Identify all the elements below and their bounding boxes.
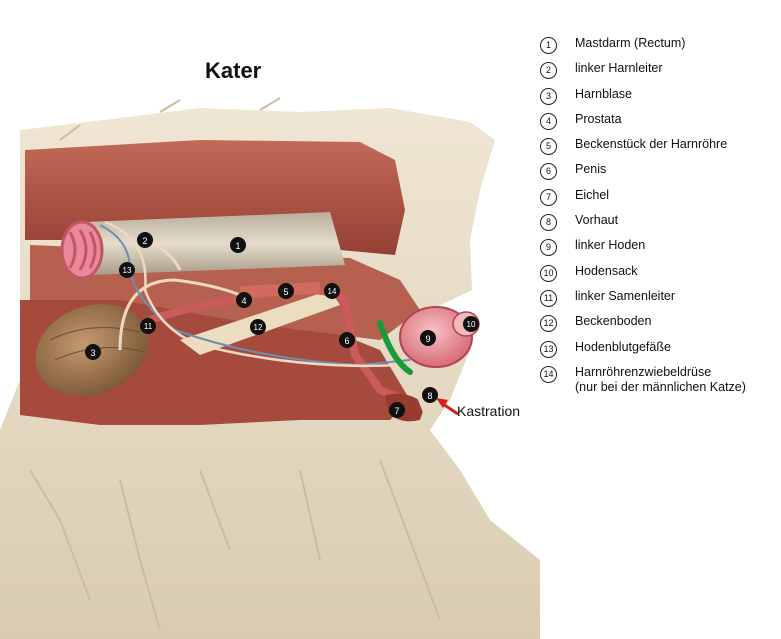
legend-item: 14 Harnröhrenzwiebeldrüse(nur bei der män… <box>540 365 781 405</box>
legend-item: 13 Hodenblutgefäße <box>540 340 781 365</box>
legend-label: Beckenstück der Harnröhre <box>575 137 727 152</box>
marker-11-label: 11 <box>144 322 153 331</box>
marker-13-label: 13 <box>123 266 132 275</box>
legend-number: 12 <box>540 315 557 332</box>
legend-label: Penis <box>575 162 606 177</box>
marker-1: 1 <box>230 237 246 253</box>
marker-12: 12 <box>250 319 266 335</box>
legend-number: 5 <box>540 138 557 155</box>
legend-number: 9 <box>540 239 557 256</box>
marker-10: 10 <box>463 316 479 332</box>
legend-label: linker Hoden <box>575 238 645 253</box>
legend-item: 8 Vorhaut <box>540 213 781 238</box>
marker-1-label: 1 <box>235 241 240 251</box>
legend-number: 2 <box>540 62 557 79</box>
anatomy-illustration: 1 2 3 4 5 6 7 8 9 10 11 12 13 14 <box>0 0 540 639</box>
legend-label: linker Samenleiter <box>575 289 675 304</box>
legend-item: 9 linker Hoden <box>540 238 781 263</box>
legend-label: Beckenboden <box>575 314 651 329</box>
marker-7: 7 <box>389 402 405 418</box>
marker-10-label: 10 <box>467 320 476 329</box>
marker-9: 9 <box>420 330 436 346</box>
legend-label: Prostata <box>575 112 622 127</box>
legend-number: 7 <box>540 189 557 206</box>
marker-12-label: 12 <box>254 323 263 332</box>
legend-label: Hodenblutgefäße <box>575 340 671 355</box>
legend-number: 3 <box>540 88 557 105</box>
legend-number: 13 <box>540 341 557 358</box>
legend-label: Harnblase <box>575 87 632 102</box>
legend-item: 7 Eichel <box>540 188 781 213</box>
legend-item: 4 Prostata <box>540 112 781 137</box>
legend-label: Eichel <box>575 188 609 203</box>
legend-number: 8 <box>540 214 557 231</box>
marker-13: 13 <box>119 262 135 278</box>
marker-14: 14 <box>324 283 340 299</box>
marker-4: 4 <box>236 292 252 308</box>
marker-3: 3 <box>85 344 101 360</box>
marker-9-label: 9 <box>425 334 430 344</box>
legend-number: 10 <box>540 265 557 282</box>
legend-number: 6 <box>540 163 557 180</box>
legend-item: 1 Mastdarm (Rectum) <box>540 36 781 61</box>
marker-8: 8 <box>422 387 438 403</box>
legend-label-line1: Harnröhrenzwiebeldrüse <box>575 365 711 379</box>
marker-6: 6 <box>339 332 355 348</box>
legend-item: 2 linker Harnleiter <box>540 61 781 86</box>
marker-7-label: 7 <box>394 406 399 416</box>
legend-item: 5 Beckenstück der Harnröhre <box>540 137 781 162</box>
legend-label: Mastdarm (Rectum) <box>575 36 685 51</box>
marker-8-label: 8 <box>427 391 432 401</box>
legend-label: Harnröhrenzwiebeldrüse(nur bei der männl… <box>575 365 746 395</box>
legend-number: 14 <box>540 366 557 383</box>
legend-label: linker Harnleiter <box>575 61 663 76</box>
marker-2-label: 2 <box>142 236 147 246</box>
marker-2: 2 <box>137 232 153 248</box>
marker-6-label: 6 <box>344 336 349 346</box>
legend-item: 12 Beckenboden <box>540 314 781 339</box>
marker-5-label: 5 <box>283 287 288 297</box>
marker-5: 5 <box>278 283 294 299</box>
marker-4-label: 4 <box>241 296 246 306</box>
legend-number: 4 <box>540 113 557 130</box>
marker-14-label: 14 <box>328 287 337 296</box>
legend-label: Hodensack <box>575 264 638 279</box>
legend-item: 11 linker Samenleiter <box>540 289 781 314</box>
diagram-title: Kater <box>205 58 261 84</box>
legend-item: 3 Harnblase <box>540 87 781 112</box>
legend-item: 10 Hodensack <box>540 264 781 289</box>
legend-number: 1 <box>540 37 557 54</box>
legend-label-line2: (nur bei der männlichen Katze) <box>575 380 746 395</box>
legend-label: Vorhaut <box>575 213 618 228</box>
marker-11: 11 <box>140 318 156 334</box>
marker-3-label: 3 <box>90 348 95 358</box>
castration-annotation: Kastration <box>457 403 520 419</box>
legend-item: 6 Penis <box>540 162 781 187</box>
legend-number: 11 <box>540 290 557 307</box>
